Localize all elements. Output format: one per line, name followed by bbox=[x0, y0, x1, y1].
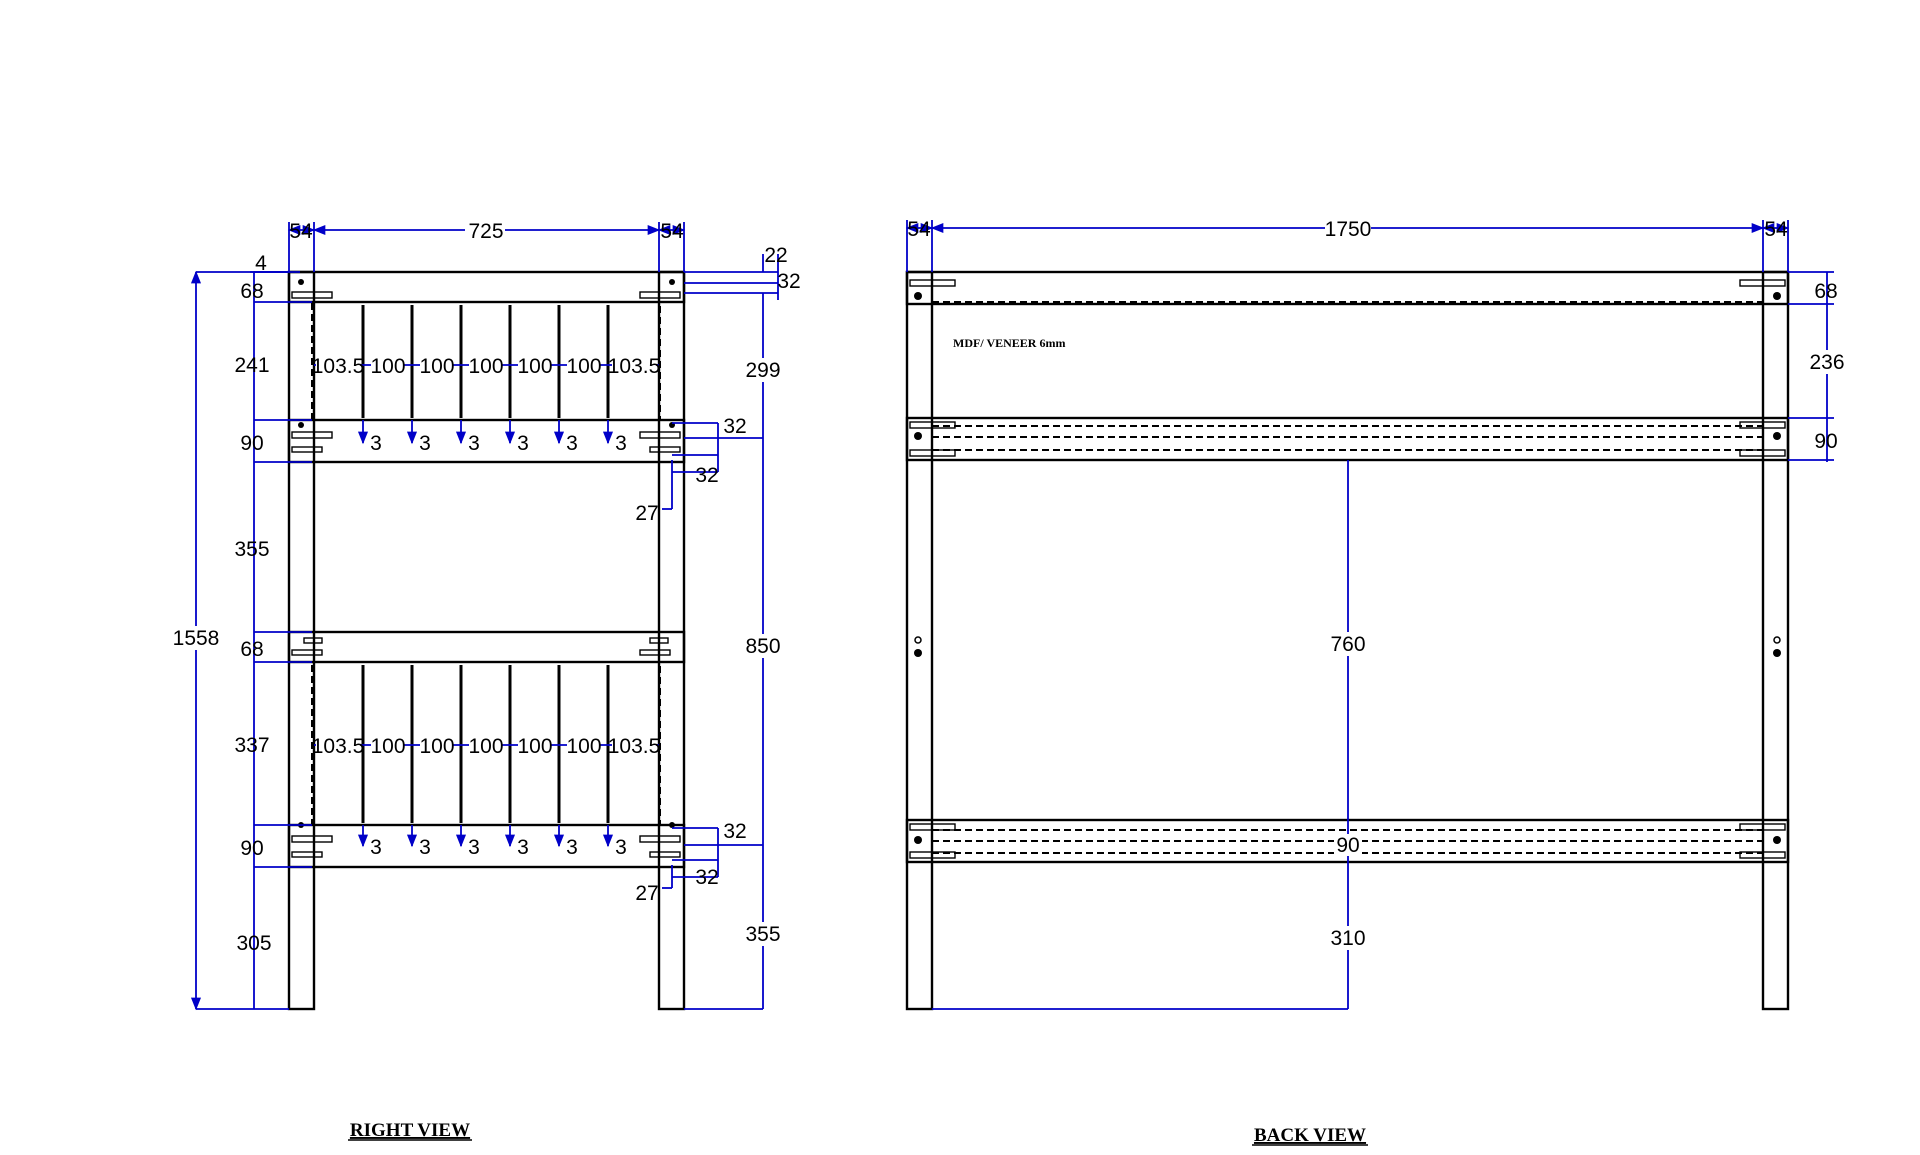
dim-rv-small-4: 4 bbox=[255, 252, 267, 275]
dim-lower-gap-1: 3 bbox=[419, 836, 431, 859]
dim-upper-slat-2: 100 bbox=[419, 355, 454, 378]
back-view: 54 1750 54 68 236 90 760 90 310 MDF/ VEN… bbox=[905, 216, 1845, 1146]
dim-lower-slat-2: 100 bbox=[419, 735, 454, 758]
dim-bv-top-left: 54 bbox=[907, 218, 931, 241]
dim-bv-right-0: 68 bbox=[1814, 280, 1837, 303]
dim-lower-slat-1: 100 bbox=[370, 735, 405, 758]
dim-upper-gap-5: 3 bbox=[615, 432, 627, 455]
dim-lower-slat-6: 103.5 bbox=[608, 735, 661, 758]
dim-upper-slat-5: 100 bbox=[566, 355, 601, 378]
dim-bv-right-1: 236 bbox=[1809, 351, 1844, 374]
right-view-lower-slats bbox=[361, 665, 610, 823]
back-view-right-leg bbox=[1761, 270, 1790, 1011]
lower-slat-widths: 103.5 100 100 100 100 100 103.5 bbox=[312, 734, 661, 758]
right-view-hardware bbox=[291, 279, 681, 858]
dim-rv-left-0: 68 bbox=[240, 280, 263, 303]
dim-rv-top-left: 54 bbox=[289, 220, 313, 243]
dim-lower-gap-2: 3 bbox=[468, 836, 480, 859]
right-view-title: RIGHT VIEW bbox=[350, 1120, 470, 1141]
right-view-lower-top-rail bbox=[287, 630, 686, 664]
dim-rv-small-32: 32 bbox=[777, 270, 800, 293]
dim-lower-slat-4: 100 bbox=[517, 735, 552, 758]
dim-bv-center-2: 310 bbox=[1330, 927, 1365, 950]
right-view-dimension-lines bbox=[190, 222, 779, 1011]
dim-lower-slat-5: 100 bbox=[566, 735, 601, 758]
dim-lower-gap-0: 3 bbox=[370, 836, 382, 859]
back-view-upper-rail bbox=[905, 416, 1790, 462]
upper-slat-widths: 103.5 100 100 100 100 100 103.5 bbox=[312, 354, 661, 378]
dim-rv-lower-joint-0: 32 bbox=[723, 820, 746, 843]
dim-lower-gap-5: 3 bbox=[615, 836, 627, 859]
dim-rv-left-4: 68 bbox=[240, 638, 263, 661]
dim-rv-left-7: 305 bbox=[236, 932, 271, 955]
dim-rv-right-2: 355 bbox=[745, 923, 780, 946]
right-view-left-leg bbox=[287, 270, 316, 1011]
dim-bv-right-2: 90 bbox=[1814, 430, 1837, 453]
back-view-hardware bbox=[909, 279, 1786, 859]
back-view-left-leg bbox=[905, 270, 934, 1011]
dim-upper-gap-2: 3 bbox=[468, 432, 480, 455]
right-view-right-leg bbox=[657, 270, 686, 1011]
dim-bv-center-1: 90 bbox=[1336, 834, 1359, 857]
dim-upper-slat-4: 100 bbox=[517, 355, 552, 378]
dim-lower-gap-4: 3 bbox=[566, 836, 578, 859]
dim-rv-left-6: 90 bbox=[240, 837, 263, 860]
material-note: MDF/ VENEER 6mm bbox=[953, 336, 1065, 350]
back-view-top-rail bbox=[905, 270, 1790, 306]
lower-slat-gaps: 3 3 3 3 3 3 bbox=[370, 836, 627, 859]
right-view-lower-middle-rail bbox=[287, 823, 686, 869]
dim-rv-left-2: 90 bbox=[240, 432, 263, 455]
back-view-dimension-texts: 54 1750 54 68 236 90 760 90 310 MDF/ VEN… bbox=[907, 216, 1845, 950]
right-view-top-rail bbox=[287, 270, 686, 304]
dim-rv-top-width: 725 bbox=[468, 220, 503, 243]
dim-rv-right-1: 850 bbox=[745, 635, 780, 658]
dim-lower-slat-3: 100 bbox=[468, 735, 503, 758]
dim-rv-right-0: 299 bbox=[745, 359, 780, 382]
dim-rv-lower-joint-1: 32 bbox=[695, 866, 718, 889]
dim-rv-lower-joint-2: 27 bbox=[635, 882, 658, 905]
dim-upper-slat-3: 100 bbox=[468, 355, 503, 378]
dim-upper-gap-4: 3 bbox=[566, 432, 578, 455]
dim-upper-gap-3: 3 bbox=[517, 432, 529, 455]
dim-upper-slat-1: 100 bbox=[370, 355, 405, 378]
dim-rv-overall-height: 1558 bbox=[173, 627, 220, 650]
right-view: 54 725 54 4 22 32 1558 68 241 90 355 68 … bbox=[173, 218, 801, 1141]
dim-bv-center-0: 760 bbox=[1330, 633, 1365, 656]
right-view-upper-middle-rail bbox=[287, 418, 686, 464]
back-view-title: BACK VIEW bbox=[1254, 1125, 1366, 1146]
right-view-upper-slats bbox=[361, 305, 610, 418]
dim-upper-slat-6: 103.5 bbox=[608, 355, 661, 378]
dim-lower-slat-0: 103.5 bbox=[312, 735, 365, 758]
dim-bv-top-width: 1750 bbox=[1325, 218, 1372, 241]
dim-rv-upper-joint-1: 32 bbox=[695, 464, 718, 487]
dim-rv-top-right: 54 bbox=[660, 220, 684, 243]
dim-upper-gap-1: 3 bbox=[419, 432, 431, 455]
dim-rv-left-3: 355 bbox=[234, 538, 269, 561]
dim-upper-gap-0: 3 bbox=[370, 432, 382, 455]
dim-upper-slat-0: 103.5 bbox=[312, 355, 365, 378]
back-view-back-panel bbox=[931, 303, 1764, 419]
dim-rv-small-22: 22 bbox=[764, 244, 787, 267]
dim-rv-left-5: 337 bbox=[234, 734, 269, 757]
dim-rv-upper-joint-0: 32 bbox=[723, 415, 746, 438]
right-view-dimension-texts: 54 725 54 4 22 32 1558 68 241 90 355 68 … bbox=[173, 218, 801, 955]
dim-lower-gap-3: 3 bbox=[517, 836, 529, 859]
dim-bv-top-right: 54 bbox=[1764, 218, 1788, 241]
upper-slat-gaps: 3 3 3 3 3 3 bbox=[370, 432, 627, 455]
dim-rv-left-1: 241 bbox=[234, 354, 269, 377]
dim-rv-upper-joint-2: 27 bbox=[635, 502, 658, 525]
